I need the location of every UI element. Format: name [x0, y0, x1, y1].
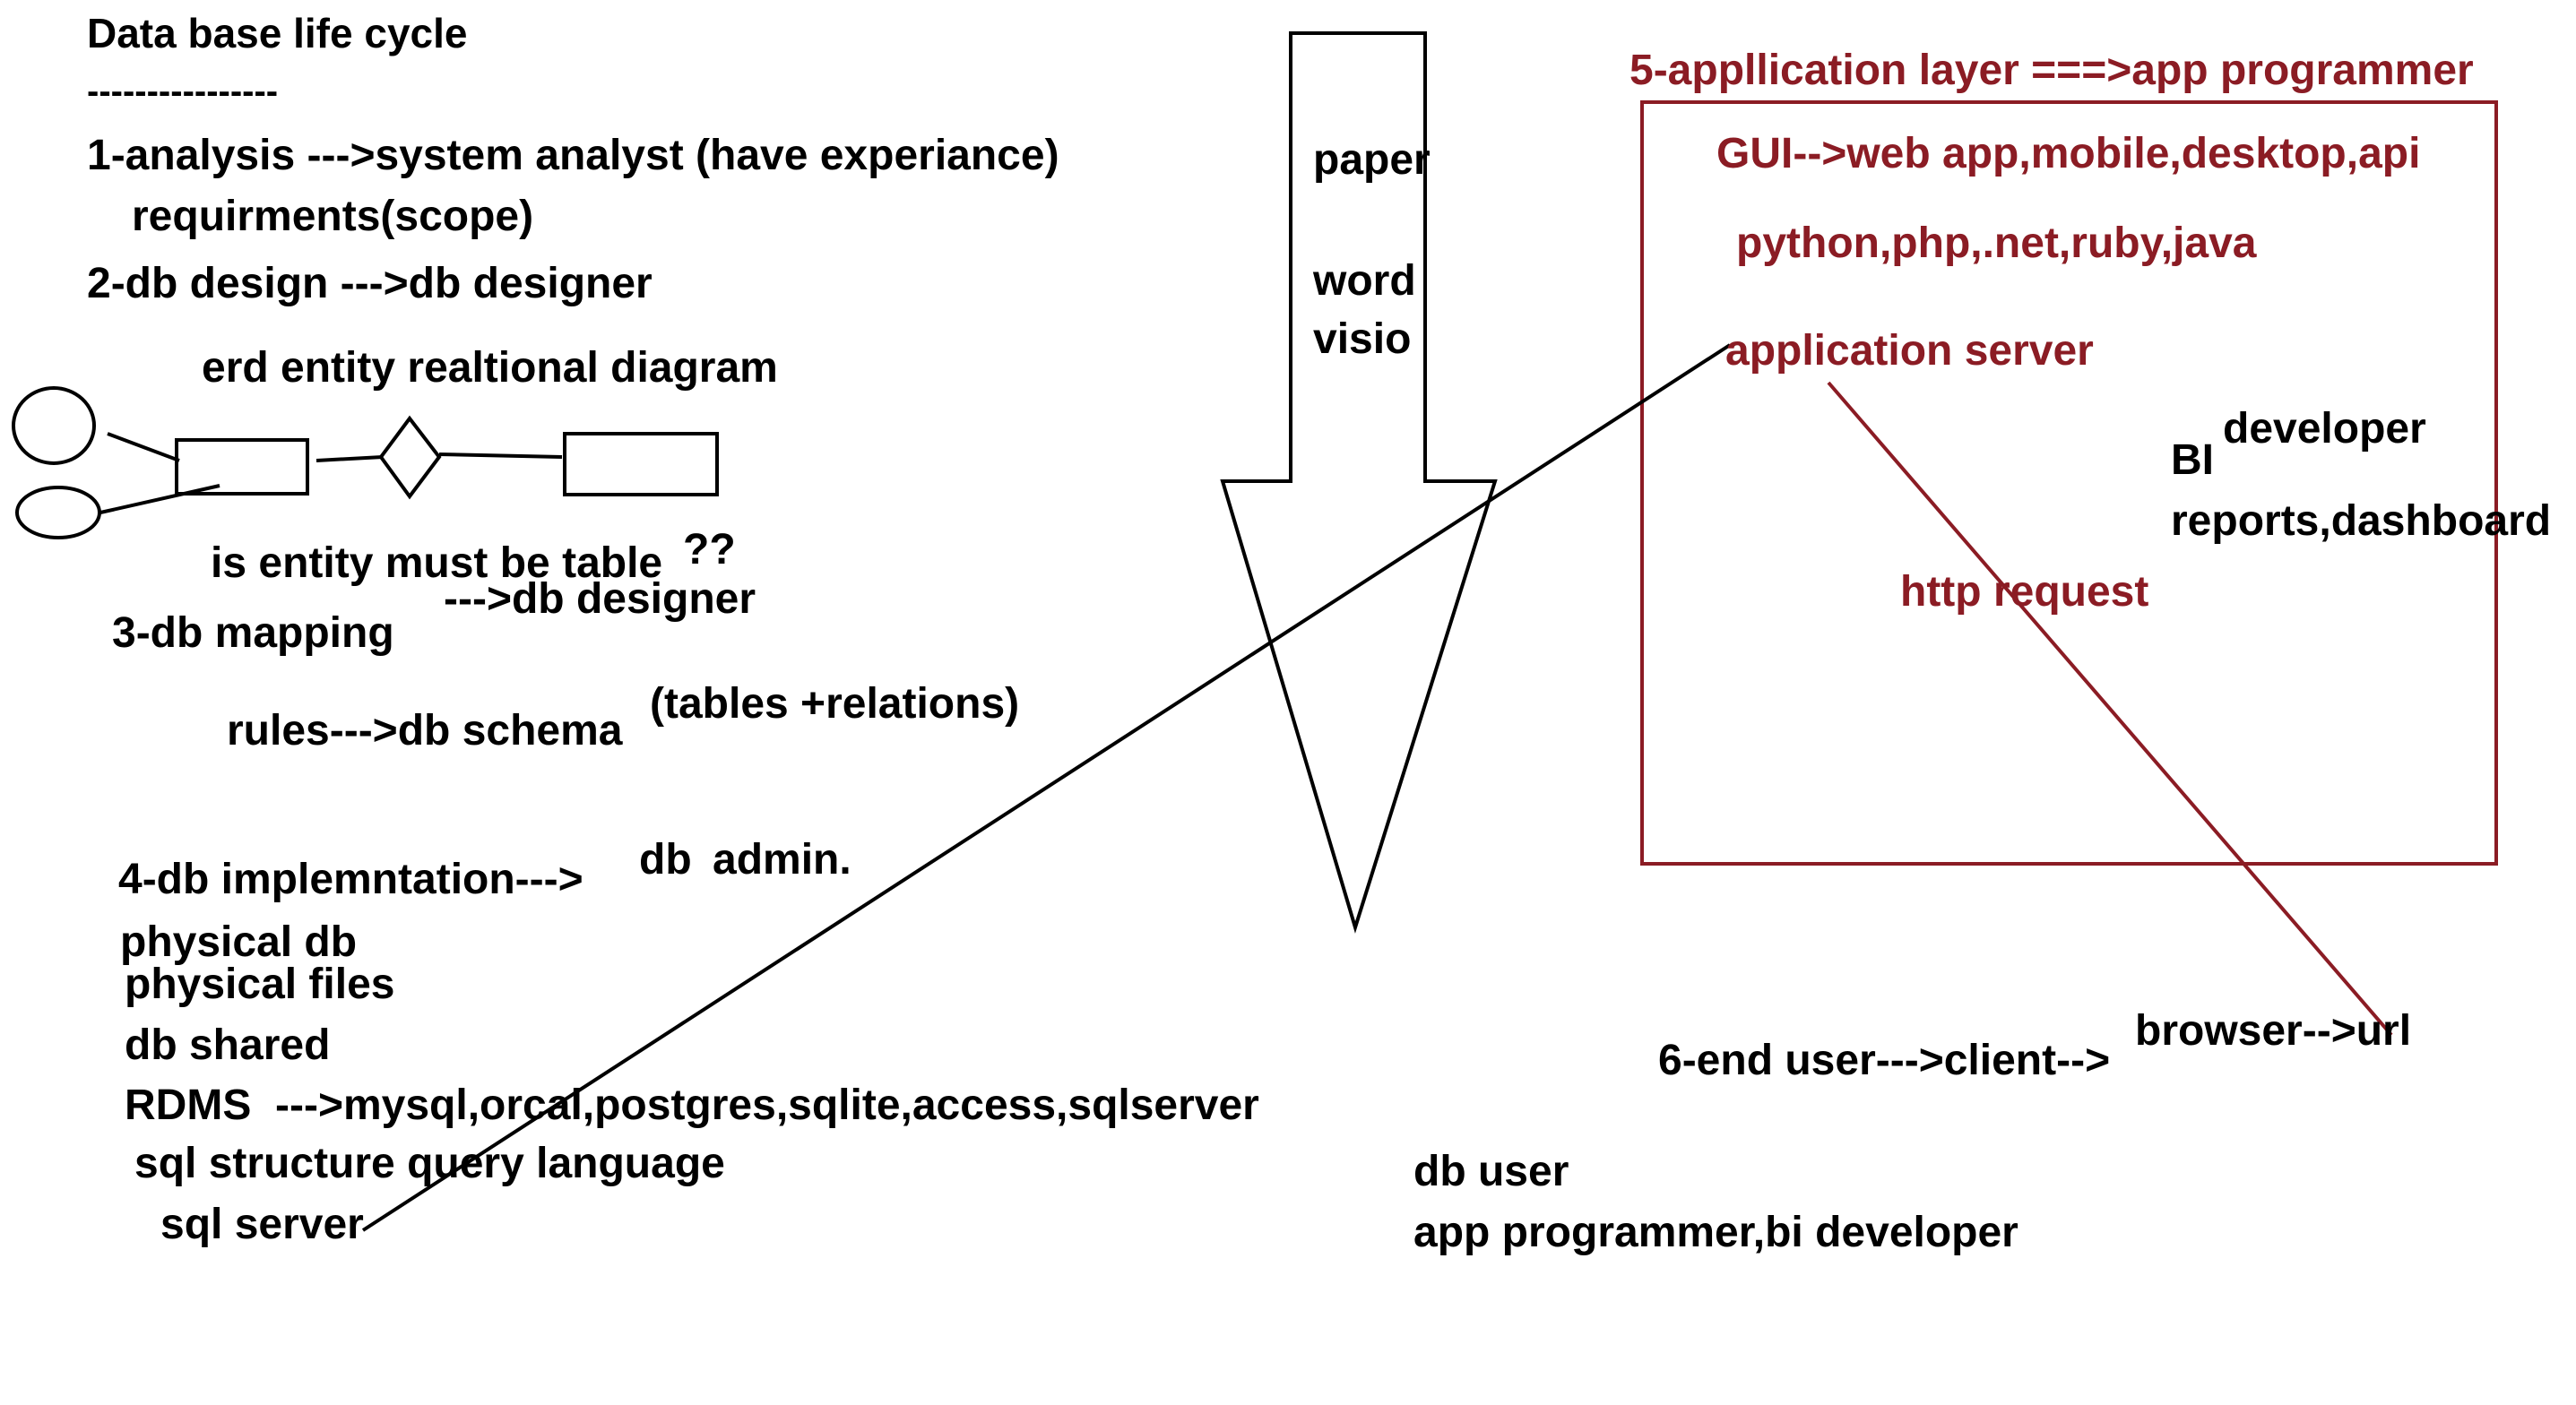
http-request: http request — [1900, 568, 2149, 616]
programming-languages: python,php,.net,ruby,java — [1736, 220, 2257, 267]
step-6-end-user: 6-end user--->client--> — [1658, 1037, 2111, 1084]
line-gap-mark — [913, 856, 929, 863]
entity-question: is entity must be table — [211, 539, 663, 587]
rdms-list: RDMS --->mysql,orcal,postgres,sqlite,acc… — [125, 1082, 1259, 1129]
erd-oval-connector-bottom — [99, 484, 220, 514]
step-4-role-admin: admin. — [713, 836, 851, 884]
db-user-roles: app programmer,bi developer — [1413, 1209, 2018, 1256]
application-server: application server — [1725, 327, 2094, 375]
diagram-title: Data base life cycle — [87, 10, 468, 56]
sql-to-app-server-line — [361, 343, 1732, 1232]
step-3-mapping: 3-db mapping — [112, 609, 394, 657]
erd-entity-box-right — [563, 432, 719, 496]
sql-server: sql server — [160, 1201, 364, 1248]
erd-label: erd entity realtional diagram — [202, 344, 778, 392]
step-4-role-db: db — [639, 836, 692, 884]
app-server-to-browser-line — [1827, 381, 2393, 1037]
down-arrow-outline — [1220, 31, 1498, 934]
title-underline: ---------------- — [87, 72, 279, 111]
bi-reports: reports,dashboard — [2171, 497, 2552, 545]
schema-tables-relations: (tables +relations) — [650, 680, 1020, 728]
erd-line-to-relationship — [316, 455, 384, 462]
bi-developer: developer — [2223, 405, 2426, 453]
application-layer-box — [1640, 100, 2498, 866]
db-user: db user — [1413, 1148, 1569, 1195]
physical-files: physical files — [125, 961, 395, 1008]
question-marks: ?? — [683, 526, 736, 573]
db-shared: db shared — [125, 1021, 331, 1069]
sql-definition: sql structure query language — [134, 1140, 725, 1187]
arrow-item-visio: visio — [1313, 315, 1412, 363]
erd-oval-connector-top — [107, 432, 180, 462]
app-layer-heading: 5-appllication layer ===>app programmer — [1629, 47, 2474, 94]
erd-line-to-entity — [438, 453, 563, 459]
step-4-implementation: 4-db implemntation---> — [118, 856, 583, 903]
erd-attribute-oval-bottom — [15, 486, 101, 539]
gui-types: GUI-->web app,mobile,desktop,api — [1716, 130, 2421, 177]
erd-entity-box-left — [175, 438, 309, 496]
rules-schema: rules--->db schema — [227, 707, 623, 754]
step-3-role: --->db designer — [444, 575, 756, 623]
erd-relationship-diamond — [378, 415, 442, 500]
arrow-item-word: word — [1313, 257, 1416, 305]
step-1-requirements: requirments(scope) — [132, 193, 534, 240]
erd-attribute-oval-top — [12, 386, 96, 465]
bi-label: BI — [2171, 436, 2214, 484]
physical-db: physical db — [120, 918, 358, 966]
step-2-design: 2-db design --->db designer — [87, 260, 653, 307]
browser-url: browser-->url — [2135, 1007, 2412, 1055]
step-1-analysis: 1-analysis --->system analyst (have expe… — [87, 132, 1059, 179]
arrow-item-paper: paper — [1313, 136, 1431, 184]
